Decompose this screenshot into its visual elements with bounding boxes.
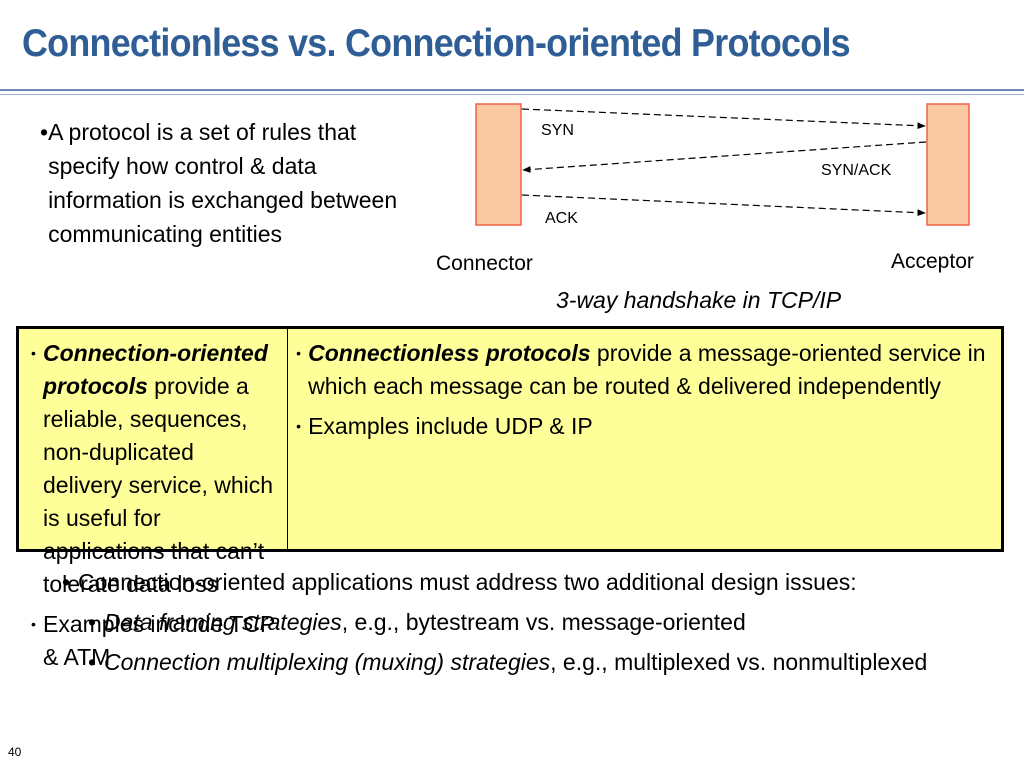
list-item: • Connection-oriented protocols provide … [31,337,279,601]
list-item: • Examples include TCP & ATM [31,608,279,674]
acceptor-box [926,103,970,226]
acceptor-label: Acceptor [891,250,974,273]
list-item: • Connection-oriented applications must … [62,566,962,599]
connector-box [475,103,522,226]
bullet-marker: • [62,569,71,595]
connectionless-examples: Examples include UDP & IP [308,413,593,439]
syn-arrow [521,108,926,130]
handshake-diagram: SYN SYN/ACK ACK Connector Acceptor [436,103,974,275]
data-framing-term: Data framing strategies [104,609,342,635]
synack-arrow [522,141,927,173]
connection-oriented-examples: Examples include TCP & ATM [43,611,275,670]
bullet-marker: • [88,649,97,675]
slide-title: Connectionless vs. Connection-oriented P… [22,22,851,65]
title-divider [0,89,1024,91]
connector-label: Connector [436,252,533,275]
multiplexing-detail: , e.g., multiplexed vs. nonmultiplexed [550,649,928,675]
multiplexing-term: Connection multiplexing (muxing) strateg… [104,649,551,675]
intro-text: A protocol is a set of rules that specif… [48,119,398,247]
ack-arrow [521,194,926,217]
bullet-marker: • [296,418,301,434]
list-item: • Data framing strategies, e.g., bytestr… [88,606,962,639]
bullet-marker: • [31,345,36,361]
connectionless-description: provide a message-oriented service in wh… [308,340,986,399]
bullet-marker: • [296,345,301,361]
comparison-table: • Connection-oriented protocols provide … [16,326,1004,670]
connection-oriented-term: Connection-oriented protocols [43,340,268,399]
ack-label: ACK [545,210,578,227]
title-divider-thin [0,94,1024,95]
page-number: 40 [8,745,22,759]
connection-oriented-description: provide a reliable, sequences, non-dupli… [43,373,274,597]
design-issues-list: • Connection-oriented applications must … [62,566,962,679]
bullet-marker: • [31,616,36,632]
list-item: • Connection multiplexing (muxing) strat… [88,646,962,679]
list-item: • Examples include UDP & IP [296,410,993,443]
connectionless-cell: • Connectionless protocols provide a mes… [288,329,1001,549]
connection-oriented-cell: • Connection-oriented protocols provide … [19,329,289,670]
bullet-marker: • [40,119,49,145]
list-item: • Connectionless protocols provide a mes… [296,337,993,403]
diagram-caption: 3-way handshake in TCP/IP [556,287,842,313]
connectionless-term: Connectionless protocols [308,340,591,366]
design-issues-intro: Connection-oriented applications must ad… [78,569,857,595]
syn-label: SYN [541,122,574,139]
intro-bullet: • A protocol is a set of rules that spec… [40,115,400,251]
data-framing-detail: , e.g., bytestream vs. message-oriented [341,609,746,635]
synack-label: SYN/ACK [821,162,892,179]
bullet-marker: • [88,609,97,635]
